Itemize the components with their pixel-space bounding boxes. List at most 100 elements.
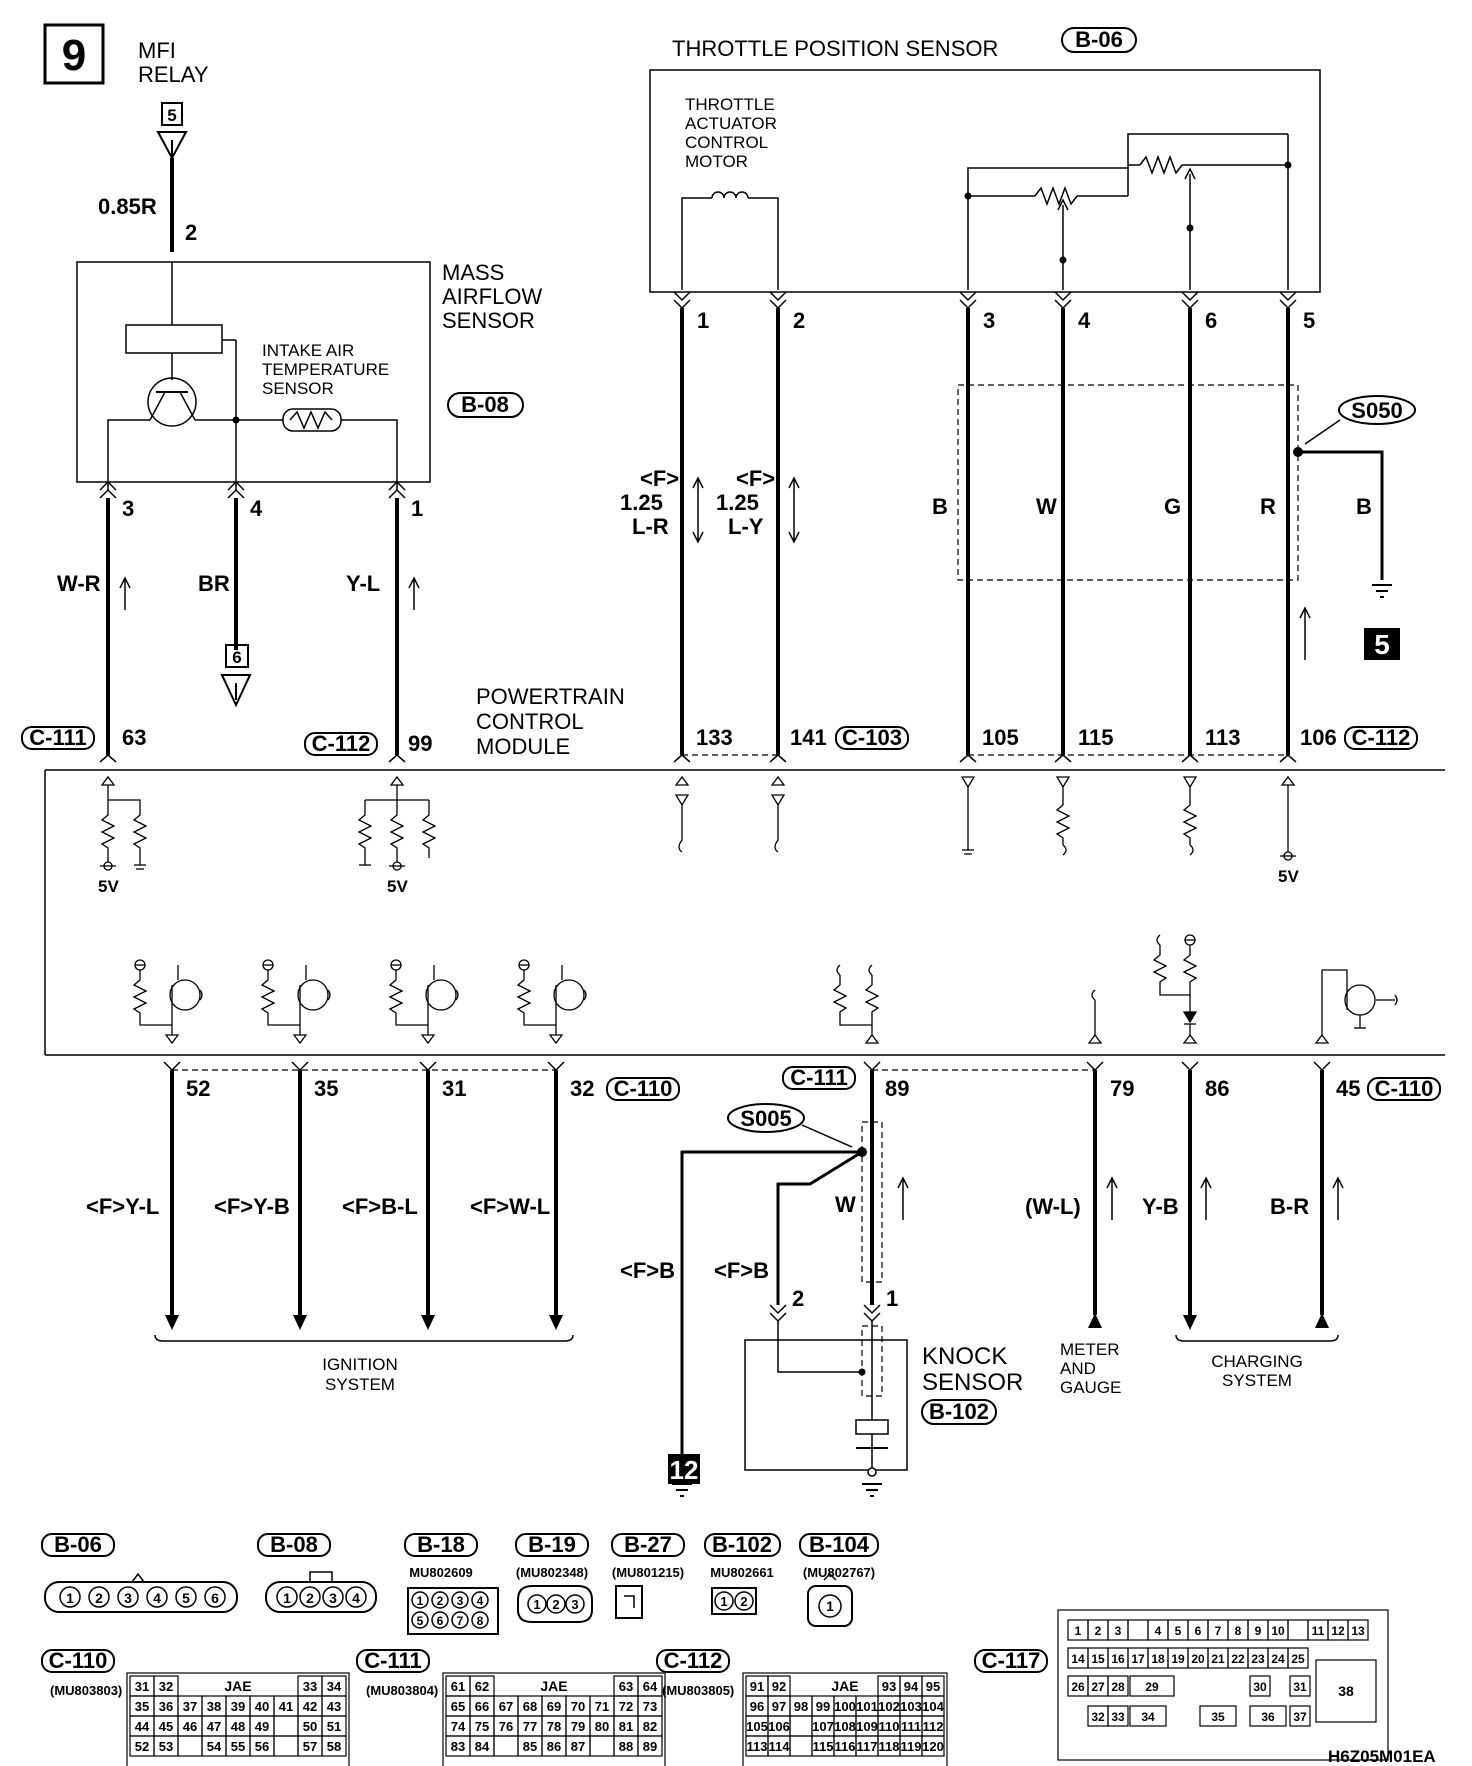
b06-pin [117,1586,139,1608]
pcm-pin-105: 105 [982,725,1019,750]
c112-pin-label: 109 [856,1719,878,1734]
c117-pin-label: 11 [1312,1624,1325,1638]
c110-pin-label: 45 [159,1719,173,1734]
pcm-pin-31: 31 [442,1076,466,1101]
c111-pin-label: 71 [595,1699,609,1714]
legend-b27: B-27 [624,1532,672,1557]
maf-title-1: MASS [442,260,504,285]
c117-pin-label: 32 [1091,1710,1105,1724]
c110-pin-label: 51 [327,1719,341,1734]
c110-pin-cell [273,1735,299,1757]
b18-pin-label: 7 [457,1614,464,1628]
c111-pin-label: 79 [571,1719,585,1734]
c112-pin-label: 96 [750,1699,764,1714]
mfi-relay-pin: 2 [185,220,197,245]
meter-wire [1086,1061,1118,1328]
c111-pin-label: 61 [451,1679,465,1694]
c110-jae-label: JAE [224,1678,251,1694]
maf-pin-3: 3 [122,496,134,521]
c117-pin-label: 23 [1251,1652,1265,1666]
mfi-relay-title-1: MFI [138,38,176,63]
c117-pin-label: 20 [1191,1652,1205,1666]
c117-pin-label: 30 [1253,1680,1267,1694]
maf-sensor-box [76,261,431,483]
c117-pin-label: 7 [1215,1624,1222,1638]
c110-pin-label: 46 [183,1719,197,1734]
b08-pin-label: 2 [306,1590,314,1606]
pcm-5v-b: 5V [387,877,408,896]
maf-connector-badge [447,392,524,418]
c117-pin-label: 5 [1175,1624,1182,1638]
tps-wire-b: B [932,494,948,519]
b18-pin [431,1611,449,1629]
iat-resistor-icon [282,408,342,432]
maf-pin-1: 1 [411,496,423,521]
c110-pin-label: 54 [207,1739,222,1754]
c110-pin-label: 39 [231,1699,245,1714]
b102-pin-label: 2 [740,1594,747,1609]
legend-b18: B-18 [417,1532,465,1557]
b06-pin-label: 4 [153,1590,161,1606]
tps-wire-2-f: <F> [736,466,775,491]
c112-pin-label: 95 [926,1679,940,1694]
c110-pin-label: 37 [183,1699,197,1714]
b06-pin [175,1586,197,1608]
mfi-relay-terminal-icon [156,131,188,161]
c110-pin-label: 34 [327,1679,342,1694]
c110-pin-label: 52 [135,1739,149,1754]
maf-wire-w-r: W-R [57,571,101,596]
c111-pin-label: 88 [619,1739,633,1754]
c111-pin-label: 70 [571,1699,585,1714]
b06-pin-label: 5 [182,1590,190,1606]
c112-pin-label: 103 [900,1699,922,1714]
b18-pin-label: 4 [477,1594,484,1608]
c110-pin-label: 48 [231,1719,245,1734]
legend-c110: C-110 [49,1648,108,1673]
c117-pin-label: 1 [1075,1624,1082,1638]
c117-pin-cell [1129,1705,1167,1727]
b19-pin-label: 1 [533,1597,540,1612]
knock-wire-w: W [835,1192,856,1217]
c117-pin-label: 21 [1211,1652,1225,1666]
c117-pin-label: 17 [1131,1652,1145,1666]
maf-terminal-icon [220,674,252,708]
splice-s050: S050 [1351,398,1402,423]
pcm-pin-32: 32 [570,1076,594,1101]
c112-pin-cell [921,1735,945,1757]
b18-pin-label: 1 [417,1594,424,1608]
pcm-pin-115: 115 [1078,725,1114,750]
c117-pin-label: 18 [1151,1652,1165,1666]
c112-pin-label: 94 [904,1679,919,1694]
meter-wire-label: (W-L) [1025,1194,1081,1219]
charging-wires [1175,1061,1344,1342]
c110-pin-label: 42 [303,1699,317,1714]
c110-pin-label: 44 [135,1719,150,1734]
tps-connector-badge [1061,27,1137,53]
c111-pin-label: 66 [475,1699,489,1714]
b18-pin [411,1591,429,1609]
b06-pin [88,1586,110,1608]
c117-pin-label: 36 [1261,1710,1275,1724]
knock-pin-2: 2 [792,1286,804,1311]
b18-pin-label: 2 [437,1594,444,1608]
tps-wires [673,291,1392,755]
ignition-label-2: SYSTEM [325,1375,395,1394]
tps-pin-2: 2 [793,308,805,333]
legend-b102-part: MU802661 [710,1565,774,1580]
tps-title: THROTTLE POSITION SENSOR [672,36,998,61]
knock-shield-wire-a: <F>B [620,1258,675,1283]
legend-b19-part: (MU802348) [516,1565,588,1580]
b19-pin [527,1594,547,1614]
meter-label-1: METER [1060,1340,1120,1359]
figure-code: H6Z05M01EA [1328,1747,1436,1766]
tps-box [649,69,1321,293]
c117-big-cell [1315,1659,1377,1723]
iat-title-1: INTAKE AIR [262,341,354,360]
legend-c117: C-117 [982,1648,1041,1673]
knock-pcm-connector: C-111 [790,1065,848,1090]
iat-title-2: TEMPERATURE [262,360,389,379]
c117-pin-label: 27 [1091,1680,1105,1694]
pcm-internal-circuits [100,775,1296,871]
b06-pin-label: 1 [66,1590,74,1606]
charging-connector: C-110 [1375,1076,1434,1101]
